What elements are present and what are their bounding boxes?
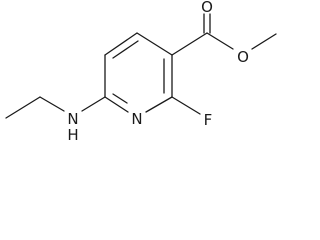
carbonyl-oxygen-label: O bbox=[201, 0, 213, 16]
chemical-structure-diagram: O O N F N H bbox=[5, 0, 277, 144]
bond-carbonyl-ester-o bbox=[206, 32, 234, 50]
bond-c4-c5-inner bbox=[112, 40, 139, 59]
bond-c6-nh bbox=[81, 96, 106, 112]
fluorine-label: F bbox=[204, 111, 213, 129]
amine-nitrogen-label: N bbox=[67, 110, 78, 128]
bond-ester-o-methyl bbox=[251, 33, 277, 50]
bond-c2-fluorine bbox=[171, 96, 201, 115]
bond-n1-c2 bbox=[145, 96, 173, 113]
bond-nh-ch2 bbox=[39, 96, 65, 112]
bond-c3-carbonyl bbox=[171, 32, 208, 56]
ring-nitrogen-label: N bbox=[131, 110, 142, 128]
ethylamino-group bbox=[5, 96, 106, 119]
bond-c6-n1-inner bbox=[112, 93, 128, 104]
bond-c4-c5 bbox=[104, 32, 138, 56]
bond-c6-n1 bbox=[104, 96, 129, 113]
ester-oxygen-label: O bbox=[237, 48, 249, 66]
bond-ch2-ch3 bbox=[5, 96, 41, 119]
methyl-ester-group bbox=[171, 13, 277, 56]
amine-hydrogen-label: H bbox=[67, 126, 78, 144]
pyridine-ring bbox=[104, 32, 173, 113]
bond-c3-c4 bbox=[136, 32, 173, 56]
